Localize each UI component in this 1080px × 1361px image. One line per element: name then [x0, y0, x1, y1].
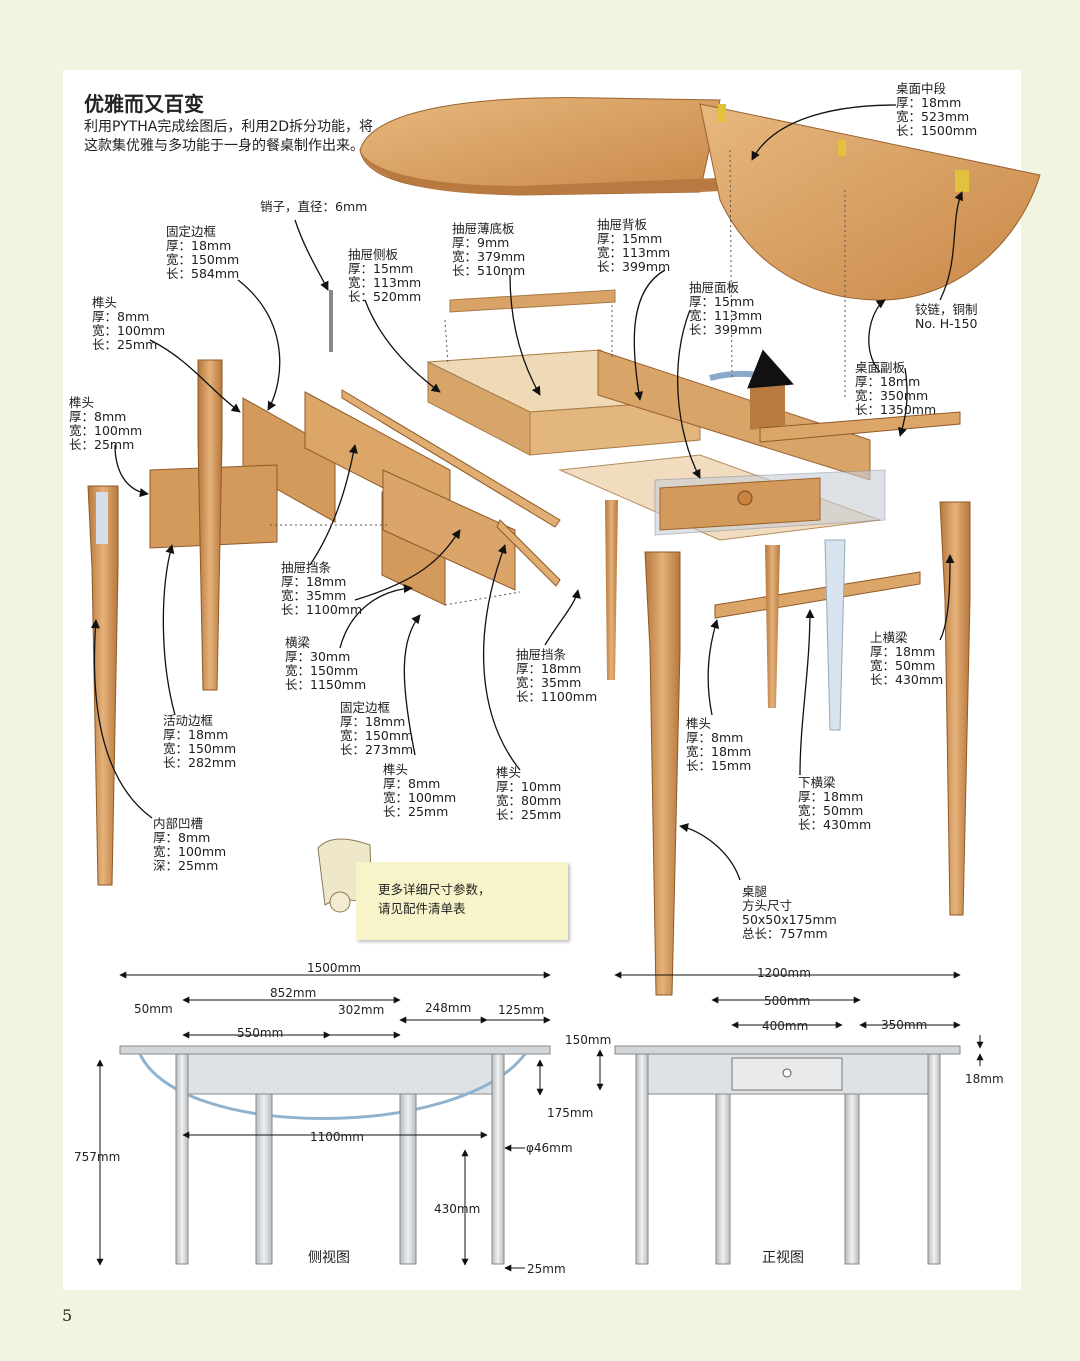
label-drawer-bottom: 抽屉薄底板 厚：9mm 宽：379mm 长：510mm [452, 221, 526, 278]
label-upper-rail: 上横梁 厚：18mm 宽：50mm 长：430mm [870, 630, 944, 687]
label-tenon-d: 榫头 厚：10mm 宽：80mm 长：25mm [496, 765, 562, 822]
leader-lines [90, 104, 963, 881]
label-hinge: 铰链，铜制 No. H-150 [915, 302, 978, 331]
dim-757: 757mm [74, 1150, 121, 1164]
intro-text: 利用PYTHA完成绘图后，利用2D拆分功能，将这款集优雅与多功能于一身的餐桌制作… [84, 119, 374, 154]
label-tenon-c: 榫头 厚：8mm 宽：100mm 长：25mm [383, 762, 457, 819]
label-fixed-apron: 固定边框 厚：18mm 宽：150mm 长：584mm [166, 224, 240, 281]
table-top-leaf [699, 103, 1041, 301]
dim-front-total: 1200mm [757, 966, 811, 980]
hinge-3 [955, 170, 969, 192]
label-top-middle: 桌面中段 厚：18mm 宽：523mm 长：1500mm [896, 81, 978, 138]
label-fixed-apron-b: 固定边框 厚：18mm 宽：150mm 长：273mm [340, 700, 414, 757]
dim-400: 400mm [762, 1019, 809, 1033]
side-view-drawing [119, 1045, 551, 1265]
dim-302: 302mm [338, 1003, 385, 1017]
label-inner-groove: 内部凹槽 厚：8mm 宽：100mm 深：25mm [153, 816, 227, 873]
dim-852: 852mm [270, 986, 317, 1000]
drawer-knob [737, 490, 753, 506]
drawer-box [426, 289, 702, 456]
label-drawer-side: 抽屉侧板 厚：15mm 宽：113mm 长：520mm [348, 247, 422, 304]
parts-list-note: 更多详细尺寸参数， 请见配件清单表 [356, 862, 568, 940]
label-pin: 销子，直径：6mm [260, 199, 368, 214]
parts-list-note-text: 更多详细尺寸参数， 请见配件清单表 [378, 882, 491, 916]
label-top-leaf: 桌面副板 厚：18mm 宽：350mm 长：1350mm [855, 360, 937, 417]
hinge-2 [838, 140, 846, 156]
dimension-lines [96, 971, 984, 1272]
drawer-back-board [449, 289, 616, 313]
front-view-drawing [614, 1045, 961, 1265]
side-view-caption: 侧视图 [308, 1250, 350, 1266]
dim-550: 550mm [237, 1026, 284, 1040]
dim-phi: φ46mm [526, 1141, 573, 1155]
label-tenon-b: 榫头 厚：8mm 宽：100mm 长：25mm [69, 395, 143, 452]
dim-125: 125mm [498, 1003, 545, 1017]
page-number: 5 [62, 1306, 73, 1325]
page-title: 优雅而又百变 [84, 92, 204, 116]
dim-150: 150mm [565, 1033, 612, 1047]
table-frame [558, 349, 886, 541]
label-drawer-back: 抽屉背板 厚：15mm 宽：113mm 长：399mm [597, 217, 671, 274]
label-drawer-front: 抽屉面板 厚：15mm 宽：113mm 长：399mm [689, 280, 763, 337]
dim-50: 50mm [134, 1002, 173, 1016]
dim-175: 175mm [547, 1106, 594, 1120]
guide-lines [270, 149, 846, 606]
label-leg: 桌腿 方头尺寸 50x50x175mm 总长：757mm [742, 884, 837, 941]
drawer-front-panel [659, 477, 821, 531]
dim-25: 25mm [527, 1262, 566, 1276]
dim-18: 18mm [965, 1072, 1004, 1086]
label-movable-apron: 活动边框 厚：18mm 宽：150mm 长：282mm [163, 713, 237, 770]
label-drawer-stop-a: 抽屉挡条 厚：18mm 宽：35mm 长：1100mm [281, 560, 363, 617]
label-crossbeam: 横梁 厚：30mm 宽：150mm 长：1150mm [285, 635, 367, 692]
label-tenon-e: 榫头 厚：8mm 宽：18mm 长：15mm [686, 716, 752, 773]
dim-350: 350mm [881, 1018, 928, 1032]
hinge-1 [718, 104, 726, 122]
legs [87, 359, 971, 996]
dim-500: 500mm [764, 994, 811, 1008]
label-lower-rail: 下横梁 厚：18mm 宽：50mm 长：430mm [798, 775, 872, 832]
dim-side-total: 1500mm [307, 961, 361, 975]
aprons [149, 290, 961, 619]
label-tenon-a: 榫头 厚：8mm 宽：100mm 长：25mm [92, 295, 166, 352]
dim-248: 248mm [425, 1001, 472, 1015]
dim-430: 430mm [434, 1202, 481, 1216]
label-drawer-stop-b: 抽屉挡条 厚：18mm 宽：35mm 长：1100mm [516, 647, 598, 704]
dim-1100: 1100mm [310, 1130, 364, 1144]
front-view-caption: 正视图 [762, 1250, 804, 1266]
